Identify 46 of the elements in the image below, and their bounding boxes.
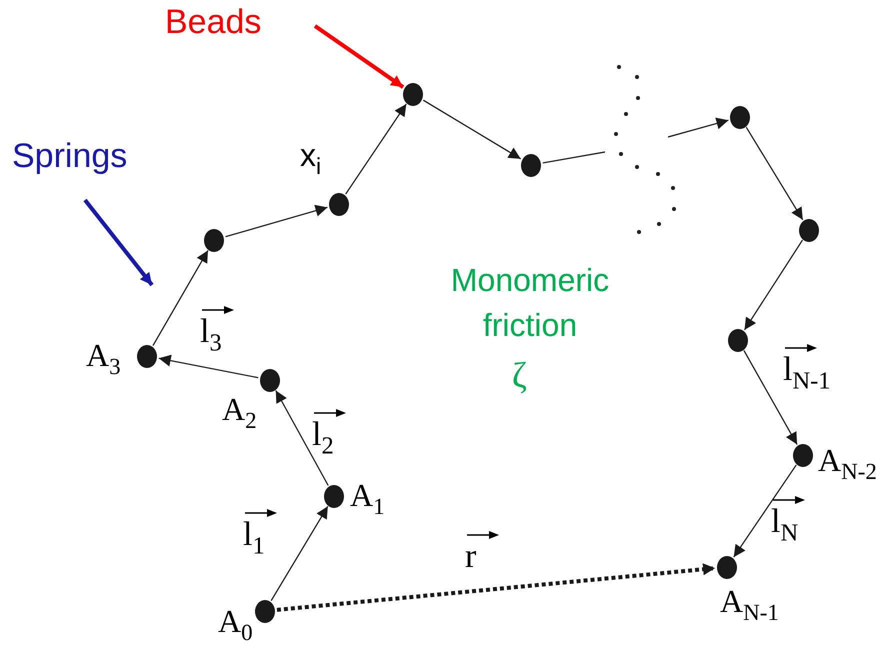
variable-label: x$_{i}$ bbox=[300, 138, 322, 180]
spring-arrow bbox=[422, 100, 522, 160]
callout-text: Springs bbox=[12, 137, 128, 175]
bead-circle bbox=[204, 228, 224, 252]
bead-circle bbox=[799, 218, 819, 242]
bead-label: A$_{2}$ bbox=[222, 392, 257, 434]
spring-arrow bbox=[743, 350, 798, 445]
bead-label: A$_{1}$ bbox=[350, 478, 385, 520]
pointer-arrow bbox=[314, 24, 404, 89]
vector-label: l$_{2}$ bbox=[312, 416, 334, 453]
spring-arrow bbox=[270, 506, 328, 602]
spring-arrow bbox=[225, 204, 328, 238]
bead-circle bbox=[717, 556, 737, 578]
bead-circle bbox=[260, 368, 280, 392]
bead-label: A$_{N-1}$ bbox=[720, 584, 779, 626]
bead-circle bbox=[521, 154, 541, 176]
bead-circle bbox=[137, 344, 157, 368]
bead-label: A$_{0}$ bbox=[218, 604, 253, 646]
bead-circle bbox=[324, 484, 344, 508]
annotation-text: ζ bbox=[512, 356, 527, 396]
bead-circle bbox=[329, 192, 349, 216]
end-to-end-arrow bbox=[276, 563, 716, 612]
spring-arrow bbox=[152, 250, 209, 346]
spring-arrow bbox=[746, 126, 804, 220]
bead-label: A$_{3}$ bbox=[86, 338, 121, 380]
bead-circle bbox=[793, 444, 813, 466]
bead-circle bbox=[730, 106, 750, 128]
spring-arrow bbox=[744, 240, 803, 330]
spring-arrow bbox=[345, 104, 407, 194]
annotation-text: Monomeric friction bbox=[450, 261, 610, 345]
bead-circle bbox=[728, 328, 748, 352]
callout-text: Beads bbox=[165, 3, 262, 41]
spring-line bbox=[542, 151, 606, 164]
vector-label: l$_{1}$ bbox=[243, 516, 265, 553]
vector-label: l$_{N}$ bbox=[771, 503, 798, 540]
spring-arrow bbox=[668, 118, 729, 138]
bead-circle bbox=[403, 82, 423, 106]
bead-label: A$_{N-2}$ bbox=[818, 443, 877, 484]
vector-label: l$_{3}$ bbox=[200, 313, 222, 350]
spring-arrow bbox=[158, 354, 258, 378]
spring-arrow bbox=[275, 390, 329, 486]
spring-arrow bbox=[733, 464, 797, 558]
pointer-arrow bbox=[83, 198, 154, 286]
vector-label: r bbox=[465, 538, 476, 575]
vector-label: l$_{N-1}$ bbox=[783, 351, 831, 388]
bead-circle bbox=[255, 600, 275, 622]
